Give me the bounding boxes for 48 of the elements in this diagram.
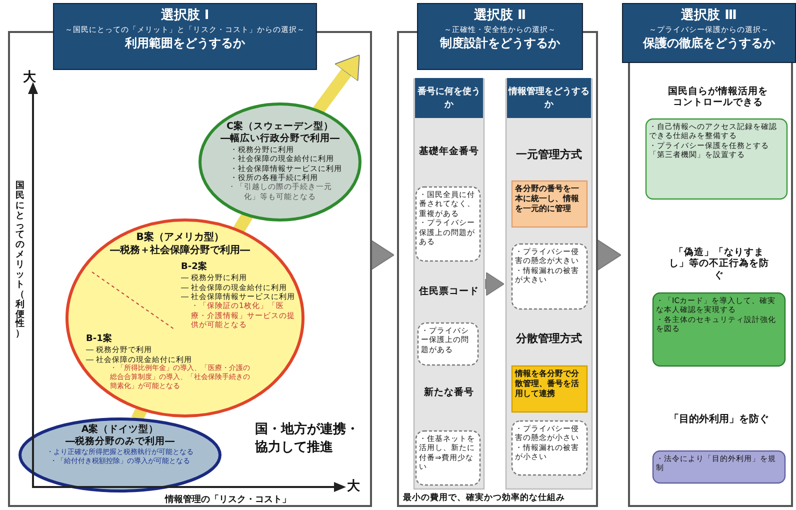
- axis-label: 情報管理の「リスク・コスト」: [165, 494, 292, 506]
- plan-subtitle: ―幅広い行政分野で利用―: [220, 132, 340, 145]
- oval-label: 国民自らが情報活用をコントロールできる: [648, 80, 788, 114]
- panel-number: 選択肢 Ⅲ: [680, 7, 738, 25]
- oval-label: [20, 418, 220, 492]
- arrow: [485, 272, 504, 296]
- oval-label: 住民票コード: [411, 273, 487, 311]
- column-header: 番号に何を使うか: [415, 78, 483, 118]
- axis-end-label: 大: [23, 69, 37, 86]
- column-panel: [505, 78, 593, 490]
- note-text: 国・地方が連携・協力して推進: [255, 420, 360, 456]
- speech-bubble: [415, 186, 481, 262]
- plan-title: B-1案: [86, 334, 113, 346]
- panel: [622, 3, 796, 507]
- oval-label: [200, 102, 360, 219]
- axis-label: 国民にとってのメリット（利便性）: [15, 182, 25, 340]
- panel-question: 利用範囲をどうするか: [124, 34, 246, 51]
- arrow: [313, 54, 360, 114]
- speech-bubble: [511, 420, 588, 476]
- oval-label: 分散管理方式: [508, 318, 590, 360]
- speech-bubble: [511, 243, 588, 310]
- note-box: [645, 118, 788, 200]
- plan-title: B案（アメリカ型）: [135, 232, 225, 244]
- column-header: 情報管理をどうするか: [507, 78, 591, 118]
- panel-question: 制度設計をどうするか: [438, 34, 561, 51]
- plan-title: A案（ドイツ型）: [80, 424, 160, 436]
- oval-label: 「偽造」「なりすまし」等の不正行為を防ぐ: [650, 240, 788, 288]
- oval-label: 一元管理方式: [508, 135, 590, 175]
- plan-title: B-2案: [181, 262, 208, 274]
- panel: [395, 3, 598, 507]
- note-text: 最小の費用で、確実かつ効率的な仕組み: [403, 492, 566, 504]
- arrow: [369, 238, 394, 272]
- axis-end-label: 大: [347, 478, 361, 495]
- note-box: 情報を各分野で分散管理、番号を活用して連携: [511, 365, 588, 413]
- connector-band: [233, 212, 253, 234]
- panel-number: 選択肢 Ⅱ: [472, 7, 528, 25]
- plan-subtitle: ―税務分野のみで利用―: [64, 436, 176, 448]
- panel-question: 保護の徹底をどうするか: [642, 34, 776, 51]
- column-panel: [413, 78, 485, 490]
- plan-subtitle: ―税務＋社会保障分野で利用―: [109, 244, 251, 257]
- note-box: 各分野の番号を一本に統一し、情報を一元的に管理: [511, 180, 588, 228]
- panel-number: 選択肢 Ⅰ: [160, 7, 210, 25]
- arrow: [596, 238, 622, 272]
- plan-title: C案（スウェーデン型）: [226, 121, 334, 132]
- oval-label: 「目的外利用」を防ぐ: [652, 393, 786, 447]
- oval-label: 新たな番号: [411, 373, 487, 413]
- oval-label: 基礎年金番号: [411, 135, 487, 169]
- note-box: [652, 292, 786, 367]
